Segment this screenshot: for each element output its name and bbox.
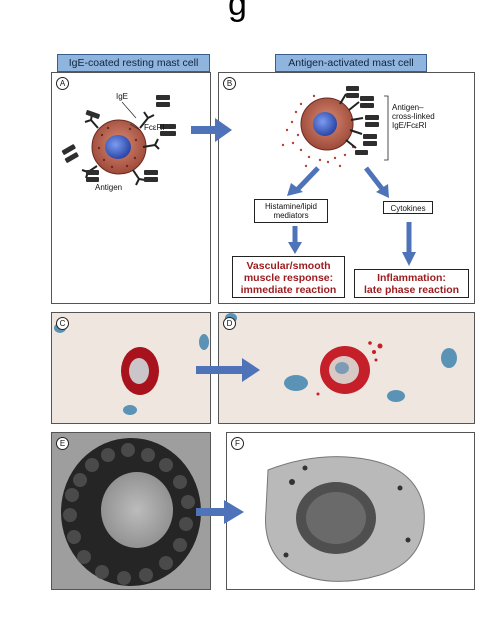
badge-b: B [223,77,236,90]
box-mediators: Histamine/lipid mediators [254,199,328,223]
arrows-panel-b [287,166,416,266]
box-inflammation: Inflammation: late phase reaction [354,269,469,298]
header-activated-mast-cell: Antigen-activated mast cell [275,54,427,72]
label-ige: IgE [116,92,129,101]
badge-c: C [56,317,69,330]
arrow-e-to-f [196,500,244,524]
label-crosslinked: Antigen– cross-linked IgE/FcεRI [392,103,435,130]
activated-mast-cell [281,86,389,168]
antigen-icons-a [61,95,176,182]
badge-e: E [56,437,69,450]
box-vascular-response: Vascular/smooth muscle response: immedia… [232,256,345,298]
micrograph-d [225,313,457,402]
badge-f: F [231,437,244,450]
box-cytokines: Cytokines [383,201,433,214]
ige-leader [121,101,137,119]
label-antigen: Antigen [95,183,123,192]
arrow-a-to-b [191,118,232,142]
resting-mast-cell [91,119,147,175]
badge-d: D [223,317,236,330]
electron-micrograph-e [61,438,201,586]
electron-micrograph-f [265,456,425,582]
micrograph-c [54,323,209,415]
panel-a [51,72,211,304]
title-fragment: g [228,0,247,23]
header-resting-mast-cell: IgE-coated resting mast cell [57,54,210,72]
arrow-c-to-d [196,358,260,382]
label-fceri: FcεRI [144,123,165,132]
badge-a: A [56,77,69,90]
fceri-leader [129,123,141,131]
